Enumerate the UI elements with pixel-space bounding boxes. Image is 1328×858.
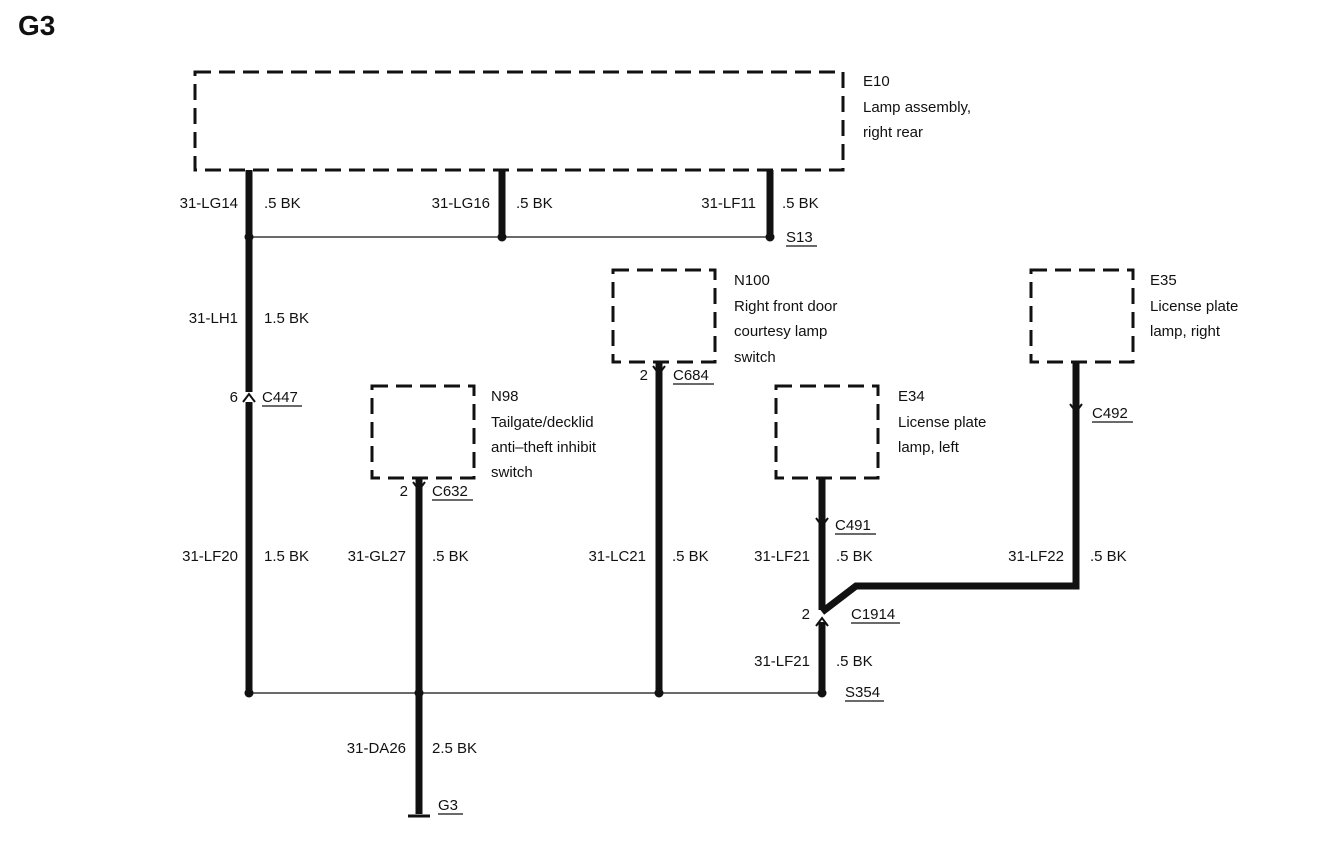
e35-desc-1: License plate: [1150, 298, 1238, 315]
e35-desc-2: lamp, right: [1150, 323, 1221, 340]
connector-c491-symbol: [815, 517, 829, 528]
connector-c492-symbol: [1069, 403, 1083, 414]
e34-desc-2: lamp, left: [898, 439, 960, 456]
e35-id: E35: [1150, 272, 1177, 289]
splice-s354-label: S354: [845, 684, 880, 701]
n100-desc-3: switch: [734, 349, 776, 366]
wire-lf21-lower-spec: .5 BK: [836, 653, 873, 670]
e34-id: E34: [898, 388, 925, 405]
n98-id: N98: [491, 388, 519, 405]
wire-lf21-lower-circuit: 31-LF21: [754, 653, 810, 670]
connector-c492-name: C492: [1092, 405, 1128, 422]
connector-c447-name: C447: [262, 389, 298, 406]
connector-c447-symbol: [242, 392, 256, 403]
n98-desc-2: anti–theft inhibit: [491, 439, 597, 456]
e34-desc-1: License plate: [898, 414, 986, 431]
n98-switch-box: [370, 384, 476, 480]
n98-desc-3: switch: [491, 464, 533, 481]
e10-label: E10 Lamp assembly, right rear: [863, 73, 971, 141]
wire-lg16-circuit: 31-LG16: [432, 195, 490, 212]
splice-dot: [765, 232, 775, 242]
wire-lf21-upper-circuit: 31-LF21: [754, 548, 810, 565]
wire-lg16-spec: .5 BK: [516, 195, 553, 212]
page-title: G3: [18, 10, 55, 41]
connector-c491-name: C491: [835, 517, 871, 534]
wire-da26-spec: 2.5 BK: [432, 740, 477, 757]
e10-id: E10: [863, 73, 890, 90]
wire-lc21-circuit: 31-LC21: [588, 548, 646, 565]
connector-c684-pin: 2: [640, 367, 648, 384]
connector-c1914-pin: 2: [802, 606, 810, 623]
n98-label: N98 Tailgate/decklid anti–theft inhibit …: [491, 388, 597, 481]
wire-lf22: [819, 362, 1080, 615]
connector-c632-name: C632: [432, 483, 468, 500]
ground-g3-label: G3: [438, 797, 458, 814]
n100-label: N100 Right front door courtesy lamp swit…: [734, 272, 837, 366]
e35-lamp-box: [1029, 268, 1135, 364]
splice-dot: [654, 688, 664, 698]
wire-lf20-spec: 1.5 BK: [264, 548, 309, 565]
wire-lg14-circuit: 31-LG14: [180, 195, 238, 212]
wire-lf20-circuit: 31-LF20: [182, 548, 238, 565]
connector-c632-pin: 2: [400, 483, 408, 500]
splice-dot: [497, 232, 507, 242]
e35-label: E35 License plate lamp, right: [1150, 272, 1238, 340]
wire-lf11-circuit: 31-LF11: [701, 195, 756, 212]
splice-dot: [817, 688, 827, 698]
splice-dot: [244, 232, 254, 242]
n100-desc-1: Right front door: [734, 298, 837, 315]
connector-c684-symbol: [652, 365, 666, 376]
e34-lamp-box: [774, 384, 880, 480]
connector-c447-pin: 6: [230, 389, 238, 406]
wire-lh1-spec: 1.5 BK: [264, 310, 309, 327]
connector-c1914-name: C1914: [851, 606, 895, 623]
splice-dot: [244, 688, 254, 698]
connector-c632-symbol: [412, 481, 426, 492]
wire-gl27-circuit: 31-GL27: [348, 548, 406, 565]
e10-lamp-assembly-box: [193, 70, 845, 172]
e10-desc-2: right rear: [863, 124, 923, 141]
connector-c1914-symbol: [815, 616, 829, 627]
n100-desc-2: courtesy lamp: [734, 323, 827, 340]
e10-desc-1: Lamp assembly,: [863, 99, 971, 116]
wire-da26-circuit: 31-DA26: [347, 740, 406, 757]
wire-lh1-circuit: 31-LH1: [189, 310, 238, 327]
splice-dot: [414, 688, 424, 698]
wire-lf22-circuit: 31-LF22: [1008, 548, 1064, 565]
wire-gl27-spec: .5 BK: [432, 548, 469, 565]
e34-label: E34 License plate lamp, left: [898, 388, 986, 456]
wire-lf11-spec: .5 BK: [782, 195, 819, 212]
n100-id: N100: [734, 272, 770, 289]
splice-s13-label: S13: [786, 229, 813, 246]
n100-switch-box: [611, 268, 717, 364]
wire-lc21-spec: .5 BK: [672, 548, 709, 565]
n98-desc-1: Tailgate/decklid: [491, 414, 594, 431]
wire-lg14-spec: .5 BK: [264, 195, 301, 212]
wire-lf22-spec: .5 BK: [1090, 548, 1127, 565]
connector-c684-name: C684: [673, 367, 709, 384]
wire-lf21-upper-spec: .5 BK: [836, 548, 873, 565]
